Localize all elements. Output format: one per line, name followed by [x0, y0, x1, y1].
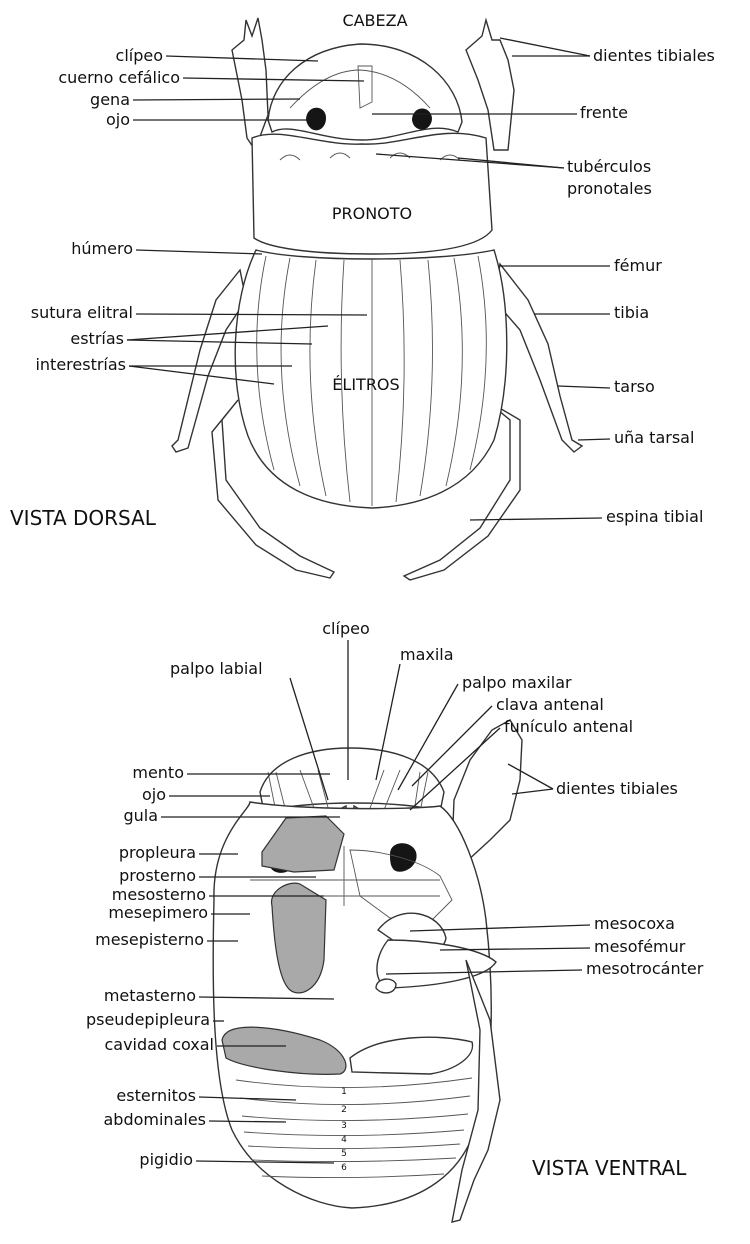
label-metasterno: metasterno: [104, 986, 196, 1005]
segment-number-6: 6: [341, 1163, 347, 1173]
label-gula: gula: [123, 806, 158, 825]
label-tuberculos-1: tubérculos: [567, 157, 651, 176]
dorsal-beetle-drawing: [172, 18, 582, 580]
label-mesepisterno: mesepisterno: [95, 930, 204, 949]
label-pronoto: PRONOTO: [332, 204, 412, 223]
label-mesocoxa: mesocoxa: [594, 914, 675, 933]
label-esternitos-1: esternitos: [116, 1086, 196, 1105]
label-cuerno-cefalico: cuerno cefálico: [58, 68, 180, 87]
label-cabeza: CABEZA: [342, 11, 407, 30]
label-palpo-maxilar: palpo maxilar: [462, 673, 572, 692]
label-gena: gena: [90, 90, 130, 109]
label-elitros: ÉLITROS: [332, 375, 399, 394]
segment-number-5: 5: [341, 1149, 347, 1159]
label-interestrias: interestrías: [35, 355, 126, 374]
label-pigidio: pigidio: [139, 1150, 193, 1169]
label-mento: mento: [132, 763, 184, 782]
segment-number-1: 1: [341, 1087, 347, 1097]
label-clava-antenal: clava antenal: [496, 695, 604, 714]
label-tibia: tibia: [614, 303, 649, 322]
label-propleura: propleura: [119, 843, 196, 862]
ventral-beetle-drawing: [213, 720, 522, 1222]
label-esternitos-2: abdominales: [103, 1110, 206, 1129]
label-frente: frente: [580, 103, 628, 122]
title-vista-dorsal: VISTA DORSAL: [10, 506, 157, 530]
label-estrias: estrías: [70, 329, 124, 348]
title-vista-ventral: VISTA VENTRAL: [532, 1156, 687, 1180]
label-clipeo-dorsal: clípeo: [116, 46, 163, 65]
label-sutura-elitral: sutura elitral: [31, 303, 133, 322]
label-mesosterno: mesosterno: [112, 885, 206, 904]
label-tuberculos-2: pronotales: [567, 179, 652, 198]
label-mesepimero: mesepimero: [108, 903, 208, 922]
label-pseudepipleura: pseudepipleura: [86, 1010, 210, 1029]
label-humero: húmero: [71, 239, 133, 258]
label-una-tarsal: uña tarsal: [614, 428, 694, 447]
segment-number-4: 4: [341, 1135, 347, 1145]
label-cavidad-coxal: cavidad coxal: [104, 1035, 214, 1054]
label-prosterno: prosterno: [119, 866, 196, 885]
segment-number-3: 3: [341, 1121, 347, 1131]
label-femur: fémur: [614, 256, 662, 275]
label-dientes-tibiales-dorsal: dientes tibiales: [593, 46, 715, 65]
label-ojo-ventral: ojo: [142, 785, 166, 804]
label-maxila: maxila: [400, 645, 454, 664]
segment-number-2: 2: [341, 1105, 347, 1115]
label-mesotrocanter: mesotrocánter: [586, 959, 704, 978]
label-dientes-tibiales-ventral: dientes tibiales: [556, 779, 678, 798]
dorsal-pronotum: [252, 133, 492, 254]
label-espina-tibial: espina tibial: [606, 507, 703, 526]
dorsal-head: [268, 44, 462, 140]
label-ojo-dorsal: ojo: [106, 110, 130, 129]
label-tarso: tarso: [614, 377, 655, 396]
label-funiculo-antenal: funículo antenal: [504, 717, 633, 736]
label-mesofemur: mesofémur: [594, 937, 686, 956]
label-palpo-labial: palpo labial: [170, 659, 263, 678]
ventral-body: [213, 802, 491, 1208]
label-clipeo-ventral: clípeo: [322, 619, 369, 638]
